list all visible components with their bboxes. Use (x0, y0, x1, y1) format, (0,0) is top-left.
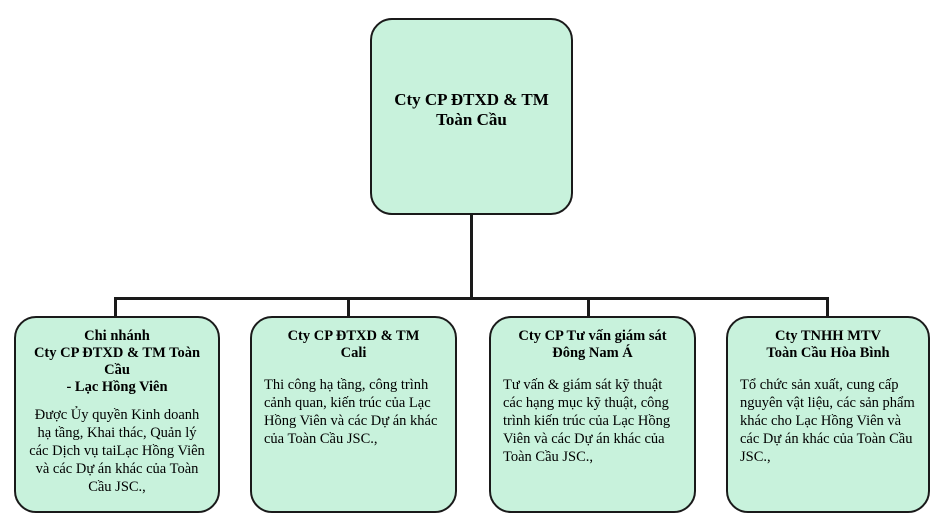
child-node-description: Tư vấn & giám sát kỹ thuật các hạng mục … (503, 377, 671, 465)
root-node: Cty CP ĐTXD & TM Toàn Cầu (370, 18, 573, 215)
child-node-title: Cty CP Tư vấn giám sát Đông Nam Á (518, 328, 667, 361)
child-node-description: Tổ chức sản xuất, cung cấp nguyên vật li… (740, 377, 915, 465)
child-node-title: Cty CP ĐTXD & TM Cali (287, 328, 420, 361)
root-node-title: Cty CP ĐTXD & TM Toàn Cầu (394, 89, 549, 129)
connector-drop-1 (114, 297, 117, 317)
child-node-title: Chi nhánh Cty CP ĐTXD & TM Toàn Cầu - Lạ… (33, 328, 201, 395)
child-node-description: Thi công hạ tầng, công trình cảnh quan, … (264, 377, 438, 447)
connector-trunk (470, 215, 473, 299)
connector-drop-4 (826, 297, 829, 317)
connector-drop-2 (347, 297, 350, 317)
child-node-cali: Cty CP ĐTXD & TM Cali Thi công hạ tầng, … (250, 316, 457, 513)
connector-horizontal (114, 297, 829, 300)
child-node-hoa-binh: Cty TNHH MTV Toàn Cầu Hòa Bình Tổ chức s… (726, 316, 930, 513)
connector-drop-3 (587, 297, 590, 317)
child-node-branch: Chi nhánh Cty CP ĐTXD & TM Toàn Cầu - Lạ… (14, 316, 220, 513)
child-node-dong-nam-a: Cty CP Tư vấn giám sát Đông Nam Á Tư vấn… (489, 316, 696, 513)
child-node-description: Được Ủy quyền Kinh doanh hạ tầng, Khai t… (29, 407, 205, 495)
child-node-title: Cty TNHH MTV Toàn Cầu Hòa Bình (766, 328, 890, 361)
